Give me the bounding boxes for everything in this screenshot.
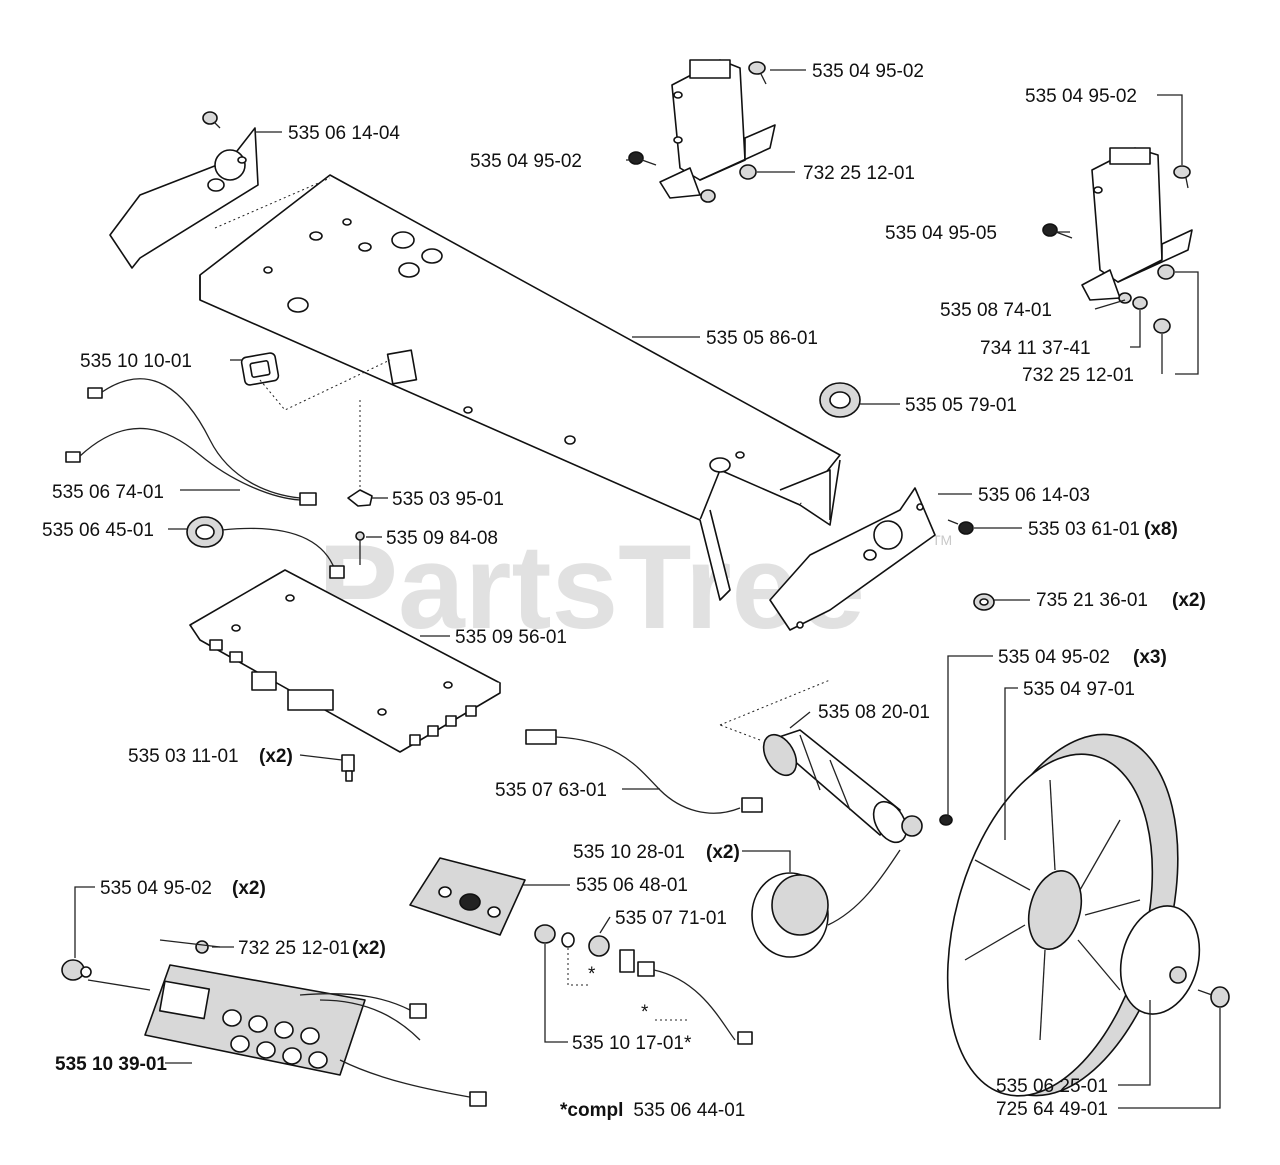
pin[interactable] — [355, 531, 365, 565]
label-535-05-86-01: 535 05 86-01 — [706, 328, 818, 349]
footnote-part: 535 06 44-01 — [633, 1100, 745, 1121]
label-732-25-12-01-right: 732 25 12-01 — [1022, 365, 1134, 386]
wire-harness[interactable] — [65, 378, 317, 506]
star-marker-washer: * — [588, 964, 596, 985]
qty-535-04-95-02-x2: (x2) — [232, 878, 266, 899]
qty-735-21-36-01: (x2) — [1172, 590, 1206, 611]
label-725-64-49-01: 725 64 49-01 — [996, 1099, 1108, 1120]
chassis-beam[interactable] — [199, 174, 841, 601]
drive-bracket-center[interactable] — [659, 59, 776, 199]
qty-535-04-95-02-x3: (x3) — [1133, 647, 1167, 668]
label-535-06-14-04: 535 06 14-04 — [288, 123, 400, 144]
leader-lines — [74, 69, 1221, 1109]
label-535-04-95-02-right: 535 04 95-02 — [1025, 86, 1137, 107]
label-535-03-61-01: 535 03 61-01 — [1028, 519, 1140, 540]
label-535-06-74-01: 535 06 74-01 — [52, 482, 164, 503]
hub-cap[interactable] — [1109, 897, 1211, 1023]
grommet[interactable] — [240, 352, 280, 386]
label-535-04-95-02-top: 535 04 95-02 — [812, 61, 924, 82]
label-535-04-97-01: 535 04 97-01 — [1023, 679, 1135, 700]
label-535-03-11-01: 535 03 11-01 — [128, 746, 239, 767]
roller[interactable] — [751, 849, 901, 958]
clip[interactable] — [347, 489, 373, 507]
label-535-06-48-01: 535 06 48-01 — [576, 875, 688, 896]
watermark-text: PartsTree — [318, 520, 865, 654]
qty-732-25-12-01-x2: (x2) — [352, 938, 386, 959]
label-535-03-95-01: 535 03 95-01 — [392, 489, 504, 510]
screw-right-plate[interactable] — [947, 519, 974, 535]
board-spacer[interactable] — [341, 754, 355, 782]
qty-535-10-28-01: (x2) — [706, 842, 740, 863]
switch-knob[interactable] — [534, 924, 556, 944]
label-732-25-12-01-top: 732 25 12-01 — [803, 163, 915, 184]
label-732-25-12-01-x2: 732 25 12-01 — [238, 938, 350, 959]
qty-535-03-61-01: (x8) — [1144, 519, 1178, 540]
label-535-09-56-01: 535 09 56-01 — [455, 627, 567, 648]
nut-center-bracket[interactable] — [700, 164, 757, 203]
label-735-21-36-01: 735 21 36-01 — [1036, 590, 1148, 611]
screw-right-bracket-left[interactable] — [1042, 223, 1073, 239]
panel-knob[interactable] — [61, 959, 92, 981]
sensor[interactable] — [186, 516, 345, 579]
label-535-04-95-02-left: 535 04 95-02 — [470, 151, 582, 172]
label-535-07-63-01: 535 07 63-01 — [495, 780, 607, 801]
label-535-09-84-08: 535 09 84-08 — [386, 528, 498, 549]
label-535-07-71-01: 535 07 71-01 — [615, 908, 727, 929]
wheel[interactable] — [913, 710, 1215, 1119]
label-535-04-95-02-x2: 535 04 95-02 — [100, 878, 212, 899]
star-marker-cable: * — [641, 1002, 649, 1023]
motor-cable[interactable] — [525, 729, 763, 814]
label-535-04-95-05: 535 04 95-05 — [885, 223, 997, 244]
screw-top-center[interactable] — [748, 61, 767, 85]
label-734-11-37-41: 734 11 37-41 — [980, 338, 1091, 359]
drive-motor[interactable] — [757, 729, 923, 848]
drive-bracket-right[interactable] — [1081, 147, 1193, 301]
circuit-board[interactable] — [189, 569, 501, 753]
switch-assembly[interactable] — [619, 949, 753, 1045]
label-535-10-39-01: 535 10 39-01 — [55, 1054, 167, 1075]
keypad-overlay[interactable] — [409, 857, 526, 936]
screw-top-right[interactable] — [1173, 165, 1191, 189]
dashed-guides — [214, 177, 831, 1021]
label-535-10-17-01: 535 10 17-01* — [572, 1033, 692, 1054]
label-535-08-74-01: 535 08 74-01 — [940, 300, 1052, 321]
screw-motor[interactable] — [939, 814, 953, 826]
left-plate[interactable] — [109, 127, 259, 269]
footnote: *compl 535 06 44-01 — [560, 1100, 745, 1121]
watermark-tm: TM — [932, 532, 952, 548]
label-535-04-95-02-x3: 535 04 95-02 — [998, 647, 1110, 668]
footnote-bold: *compl — [560, 1100, 623, 1121]
bushing-right-plate[interactable] — [973, 593, 995, 611]
label-535-10-28-01: 535 10 28-01 — [573, 842, 685, 863]
panel-nut[interactable] — [195, 940, 209, 954]
switch-nut[interactable] — [588, 935, 610, 957]
hub-screw[interactable] — [1197, 986, 1230, 1008]
switch-washer[interactable] — [561, 932, 575, 948]
bearing[interactable] — [819, 382, 861, 418]
control-panel[interactable] — [144, 964, 487, 1107]
screw-left-center-bracket[interactable] — [628, 151, 657, 166]
label-535-06-25-01: 535 06 25-01 — [996, 1076, 1108, 1097]
label-535-10-10-01: 535 10 10-01 — [80, 351, 192, 372]
label-535-06-45-01: 535 06 45-01 — [42, 520, 154, 541]
screw-left-plate[interactable] — [202, 111, 221, 129]
qty-535-03-11-01: (x2) — [259, 746, 293, 767]
label-535-05-79-01: 535 05 79-01 — [905, 395, 1017, 416]
right-plate[interactable] — [769, 487, 936, 631]
label-535-06-14-03: 535 06 14-03 — [978, 485, 1090, 506]
label-535-08-20-01: 535 08 20-01 — [818, 702, 930, 723]
